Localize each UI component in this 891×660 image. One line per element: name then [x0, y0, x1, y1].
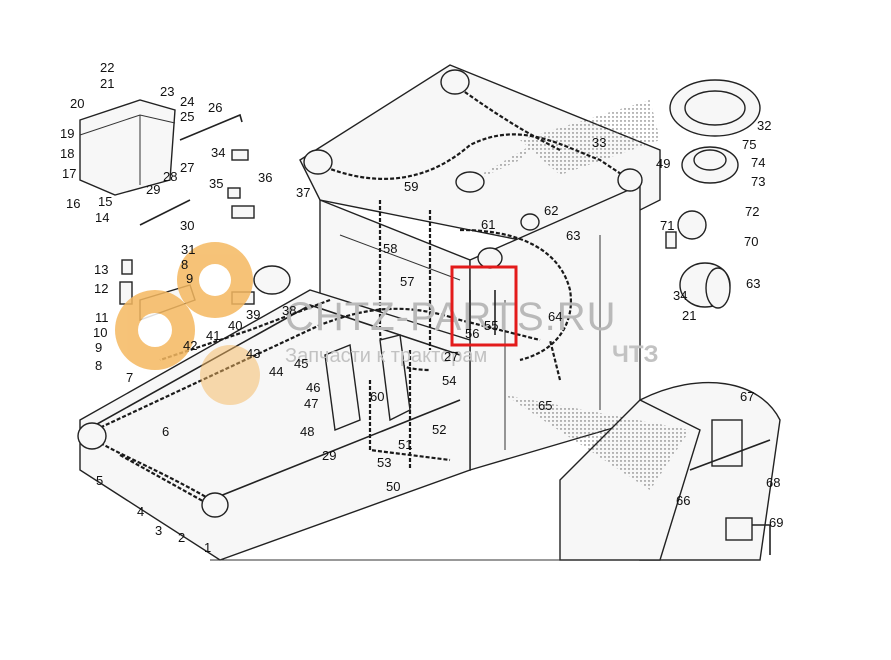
callout-32: 32 — [757, 118, 771, 133]
callout-69: 69 — [769, 515, 783, 530]
callout-9-2: 9 — [186, 271, 193, 286]
callout-68: 68 — [766, 475, 780, 490]
callout-20: 20 — [70, 96, 84, 111]
watermark-tagline-brand: ЧТЗ — [612, 341, 659, 368]
callout-21: 21 — [100, 76, 114, 91]
callout-75: 75 — [742, 137, 756, 152]
callout-60: 60 — [370, 389, 384, 404]
callout-65: 65 — [538, 398, 552, 413]
callout-58: 58 — [383, 241, 397, 256]
callout-3: 3 — [155, 523, 162, 538]
callout-56: 56 — [465, 326, 479, 341]
callout-41: 41 — [206, 328, 220, 343]
callout-34-4: 34 — [673, 288, 687, 303]
callout-16: 16 — [66, 196, 80, 211]
callout-51: 51 — [398, 437, 412, 452]
callout-50: 50 — [386, 479, 400, 494]
callout-12: 12 — [94, 281, 108, 296]
callout-21-5: 21 — [682, 308, 696, 323]
callout-4: 4 — [137, 504, 144, 519]
callout-19: 19 — [60, 126, 74, 141]
callout-6: 6 — [162, 424, 169, 439]
callout-13: 13 — [94, 262, 108, 277]
tractor-body — [79, 64, 781, 561]
watermark-tagline: Запчасти к тракторам — [285, 345, 487, 367]
callout-70: 70 — [744, 234, 758, 249]
callout-66: 66 — [676, 493, 690, 508]
callout-45: 45 — [294, 356, 308, 371]
callout-2: 2 — [178, 530, 185, 545]
callout-42: 42 — [183, 338, 197, 353]
callout-29-3: 29 — [322, 448, 336, 463]
callout-7: 7 — [126, 370, 133, 385]
callout-28: 28 — [163, 169, 177, 184]
callout-44: 44 — [269, 364, 283, 379]
callout-29: 29 — [146, 182, 160, 197]
callout-11: 11 — [95, 310, 109, 325]
callout-14: 14 — [95, 210, 109, 225]
callout-64: 64 — [548, 309, 562, 324]
callout-72: 72 — [745, 204, 759, 219]
callout-22: 22 — [100, 60, 114, 75]
callout-59: 59 — [404, 179, 418, 194]
callout-8: 8 — [95, 358, 102, 373]
callout-8-1: 8 — [181, 257, 188, 272]
callout-34: 34 — [211, 145, 225, 160]
callout-33: 33 — [592, 135, 606, 150]
callout-labels: 1234567891011121314151617181920212223242… — [60, 60, 783, 555]
callout-48: 48 — [300, 424, 314, 439]
callout-36: 36 — [258, 170, 272, 185]
callout-23: 23 — [160, 84, 174, 99]
callout-49: 49 — [656, 156, 670, 171]
callout-55: 55 — [484, 318, 498, 333]
callout-61: 61 — [481, 217, 495, 232]
callout-54: 54 — [442, 373, 456, 388]
watermark-brand: CHTZ-PARTS.RU — [285, 295, 617, 339]
callout-26: 26 — [208, 100, 222, 115]
callout-40: 40 — [228, 318, 242, 333]
callout-31: 31 — [181, 242, 195, 257]
gear-icon — [115, 242, 260, 405]
callout-62: 62 — [544, 203, 558, 218]
callout-73: 73 — [751, 174, 765, 189]
callout-24: 24 — [180, 94, 194, 109]
watermark: CHTZ-PARTS.RU Запчасти к тракторам ЧТЗ — [115, 242, 659, 405]
callout-37: 37 — [296, 185, 310, 200]
callout-63: 63 — [566, 228, 580, 243]
callout-30: 30 — [180, 218, 194, 233]
callout-67: 67 — [740, 389, 754, 404]
callout-5: 5 — [96, 473, 103, 488]
callout-17: 17 — [62, 166, 76, 181]
callout-25: 25 — [180, 109, 194, 124]
components — [77, 69, 771, 555]
callout-57: 57 — [400, 274, 414, 289]
callout-27: 27 — [180, 160, 194, 175]
highlight-box[interactable] — [450, 265, 518, 347]
callout-35: 35 — [209, 176, 223, 191]
callout-1: 1 — [204, 540, 211, 555]
callout-39: 39 — [246, 307, 260, 322]
callout-10: 10 — [93, 325, 107, 340]
wiring-harness — [94, 84, 631, 506]
callout-52: 52 — [432, 422, 446, 437]
callout-46: 46 — [306, 380, 320, 395]
callout-38: 38 — [282, 303, 296, 318]
callout-43: 43 — [246, 346, 260, 361]
callout-9: 9 — [95, 340, 102, 355]
callout-18: 18 — [60, 146, 74, 161]
callout-53: 53 — [377, 455, 391, 470]
callout-71: 71 — [660, 218, 674, 233]
callout-63-6: 63 — [746, 276, 760, 291]
callout-27-7: 27 — [444, 349, 458, 364]
callout-15: 15 — [98, 194, 112, 209]
callout-47: 47 — [304, 396, 318, 411]
callout-74: 74 — [751, 155, 765, 170]
